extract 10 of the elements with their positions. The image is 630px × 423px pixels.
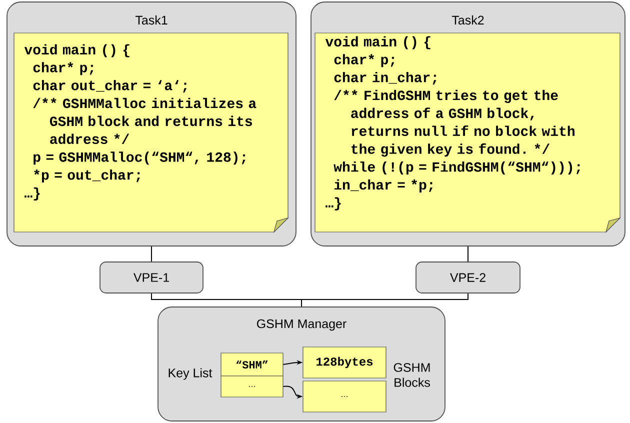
connector bbox=[151, 246, 152, 262]
text-label: GSHM Blocks bbox=[394, 363, 430, 387]
process-box: VPE-1 bbox=[100, 262, 204, 294]
memory-block: 128bytes bbox=[302, 346, 386, 378]
connector bbox=[301, 292, 468, 308]
memory-block: … bbox=[302, 380, 386, 412]
key-cell: “SHM” bbox=[220, 352, 284, 376]
key-cell: … bbox=[220, 376, 284, 398]
text-label: Key List bbox=[168, 368, 212, 380]
process-box: VPE-2 bbox=[416, 262, 520, 294]
